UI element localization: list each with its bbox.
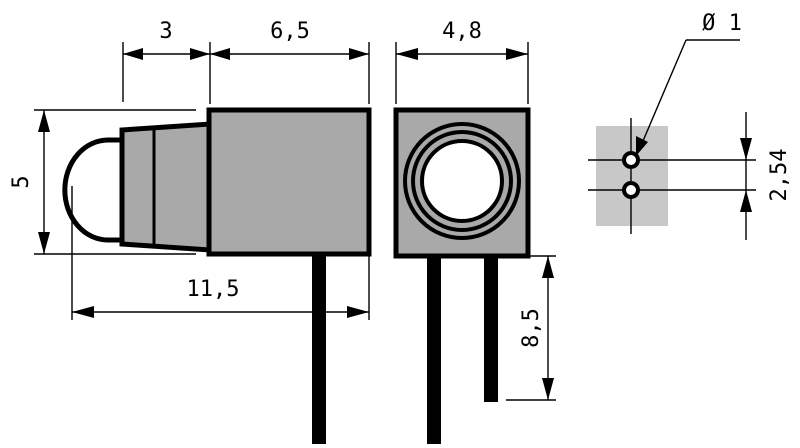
hole-bottom [622, 181, 640, 199]
pitch-dimension: 2,54 [680, 112, 792, 240]
dim-3-label: 3 [159, 19, 172, 44]
top-dimensions: 3 6,5 [122, 19, 370, 104]
pin-length-dimension: 8,5 [506, 255, 556, 401]
dim-5-label: 5 [9, 175, 34, 188]
side-view-body [206, 107, 372, 257]
dim-hole-diameter-label: Ø 1 [702, 11, 742, 36]
dim-4-8-label: 4,8 [442, 19, 482, 44]
dim-8-5-label: 8,5 [519, 308, 544, 348]
pcb-footprint [588, 118, 680, 234]
front-view [393, 107, 531, 444]
length-dimension: 11,5 [71, 186, 370, 320]
dim-2-54-label: 2,54 [767, 149, 792, 202]
front-view-pin-right [484, 252, 498, 402]
hole-diameter-callout: Ø 1 [636, 11, 742, 156]
height-dimension: 5 [9, 109, 196, 255]
front-width-dimension: 4,8 [395, 19, 529, 104]
hole-top [622, 151, 640, 169]
side-view-pin [312, 252, 326, 444]
front-view-pin-left [427, 252, 441, 444]
footprint-area [596, 126, 668, 226]
lens-opening [420, 139, 504, 223]
led-collar [119, 121, 213, 253]
dim-11-5-label: 11,5 [187, 277, 240, 302]
dim-6-5-label: 6,5 [270, 19, 310, 44]
side-view [62, 107, 372, 444]
led-dome [62, 137, 124, 243]
